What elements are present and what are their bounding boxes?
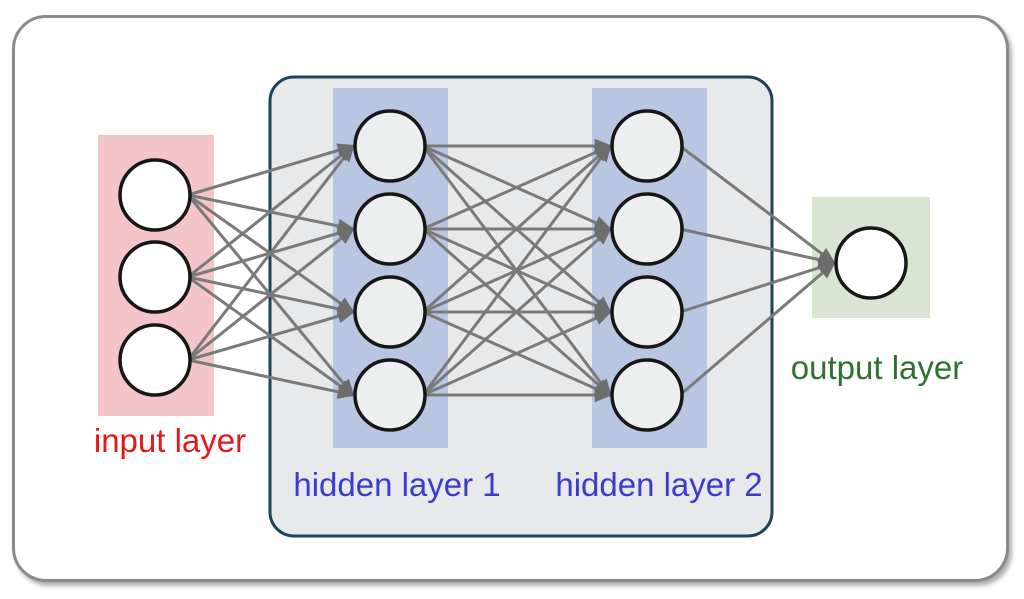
connection-arrow	[187, 227, 356, 362]
connection-arrow	[186, 143, 355, 361]
connection-arrow	[421, 143, 612, 396]
label-output-layer: output layer	[790, 349, 964, 386]
connection-arrow	[422, 144, 613, 314]
hidden-layer-1-node-1	[353, 109, 427, 183]
label-hidden-layer-1: hidden layer 1	[293, 466, 501, 503]
input-layer-node-1	[118, 158, 192, 232]
hidden-layer-2-node-4	[610, 358, 684, 432]
input-layer-node-2	[118, 240, 192, 314]
hidden-layer-1-node-4	[353, 358, 427, 432]
hidden-layer-2-node-2	[610, 192, 684, 266]
connection-arrow	[187, 309, 356, 362]
output-layer-node-1	[834, 226, 908, 300]
hidden-layer-2-node-3	[610, 275, 684, 349]
input-layer-node-3	[118, 323, 192, 397]
connection-arrow	[187, 144, 356, 279]
connection-arrow	[187, 358, 356, 399]
connection-arrow	[679, 144, 837, 265]
connection-arrow	[187, 143, 356, 197]
connection-arrow	[422, 144, 613, 231]
connection-arrow	[679, 261, 837, 397]
hidden-layer-1-node-2	[353, 192, 427, 266]
label-input-layer: input layer	[93, 422, 247, 459]
hidden-layer-1-node-3	[353, 275, 427, 349]
connection-arrow	[679, 260, 837, 314]
label-hidden-layer-2: hidden layer 2	[555, 466, 763, 503]
connection-arrow	[679, 227, 837, 267]
connection-arrow	[422, 310, 613, 397]
hidden-layer-2-node-1	[610, 109, 684, 183]
connection-arrow	[422, 227, 613, 397]
